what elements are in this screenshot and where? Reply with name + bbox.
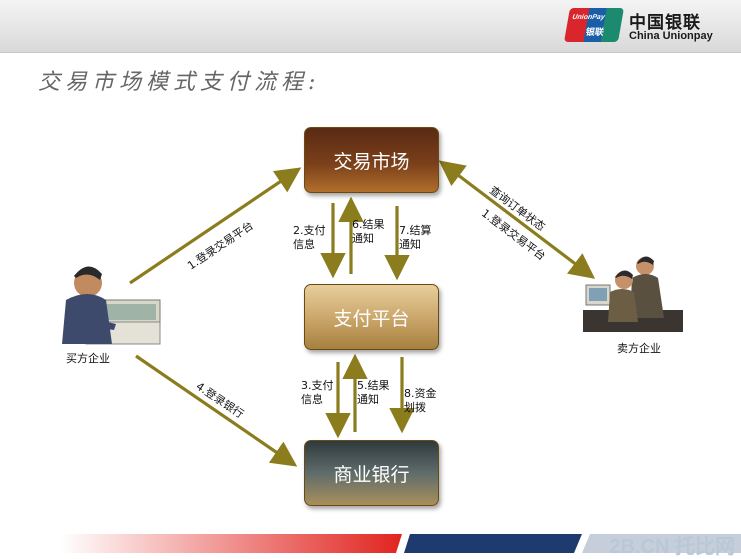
logo-chinese-name: 中国银联	[629, 13, 701, 33]
arrow-market-seller	[438, 160, 596, 279]
node-trading-market: 交易市场	[304, 127, 439, 193]
unionpay-logo: UnionPay 银联 中国银联 China Unionpay	[564, 8, 719, 44]
label-market-result: 6.结果 通知	[352, 218, 385, 245]
label-buyer: 买方企业	[66, 352, 110, 365]
label-bank-transfer: 8.资金 划拨	[404, 387, 437, 414]
footer-stripes	[60, 534, 741, 553]
label-market-settle: 7.结算 通知	[399, 224, 432, 251]
label-bank-result: 5.结果 通知	[357, 379, 390, 406]
node-commercial-bank: 商业银行	[304, 440, 439, 506]
slide-title: 交易市场模式支付流程:	[38, 70, 321, 95]
buyer-figure-icon	[62, 266, 161, 345]
arrow-buyer-to-bank	[135, 354, 298, 467]
watermark: 2B.CN 托比网	[609, 536, 735, 558]
node-payment-platform: 支付平台	[304, 284, 439, 350]
label-seller: 卖方企业	[617, 342, 661, 355]
logo-english-name: China Unionpay	[629, 30, 713, 42]
arrow-buyer-to-market	[129, 167, 302, 285]
label-bank-pay-info: 3.支付 信息	[301, 379, 334, 406]
label-market-pay-info: 2.支付 信息	[293, 224, 326, 251]
seller-figure-icon	[583, 256, 683, 332]
header-bar: UnionPay 银联 中国银联 China Unionpay	[0, 0, 741, 53]
